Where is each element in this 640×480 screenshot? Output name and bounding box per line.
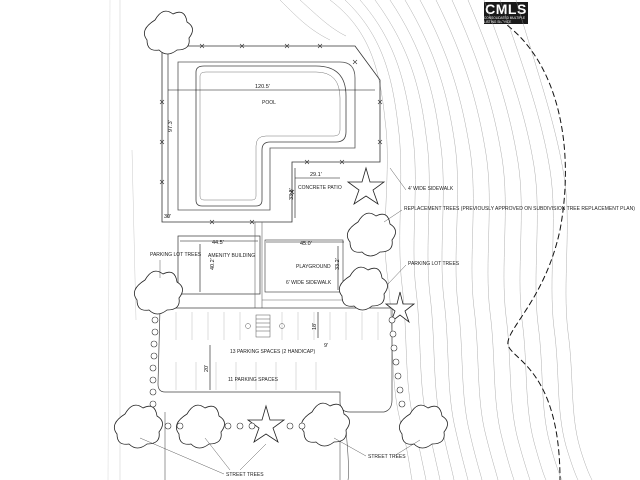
parking-stalls — [175, 312, 379, 390]
spaces-bottom-label: 11 PARKING SPACES — [228, 377, 279, 383]
crosswalk — [255, 314, 271, 338]
tree-canopies — [113, 10, 448, 449]
cmls-logo: CMLS CONSOLIDATED MULTIPLE LISTING SERVI… — [484, 2, 528, 24]
spaces-top-label: 13 PARKING SPACES (2 HANDICAP) — [230, 349, 315, 355]
sidewalk — [254, 222, 345, 308]
playground — [264, 239, 344, 293]
logo-mark: CMLS — [485, 0, 527, 17]
sidewalk-top-label: 4' WIDE SIDEWALK — [408, 186, 454, 192]
amenity-building — [177, 235, 261, 295]
fence-markers — [159, 43, 383, 225]
handicap-marks — [245, 323, 285, 329]
tree-stars — [246, 166, 416, 444]
parking-right-label: PARKING LOT TREES — [408, 261, 460, 267]
amenity-depth-dim: 40.2' — [210, 258, 216, 270]
pool-label: POOL — [262, 100, 276, 106]
gap-dim: 30' — [164, 214, 171, 220]
playground-label: PLAYGROUND — [296, 264, 331, 270]
stall-dim: 18' — [312, 323, 318, 330]
playground-width-dim: 45.0' — [300, 241, 312, 247]
pool-deck — [177, 61, 356, 211]
patio-depth-dim: 33.8' — [289, 188, 295, 200]
aisle-dim: 20' — [204, 365, 210, 372]
property-line — [499, 19, 566, 480]
patio-width-dim: 29.1' — [310, 172, 322, 178]
logo-tagline: CONSOLIDATED MULTIPLE LISTING SERVICE — [484, 15, 526, 24]
pool-fence — [161, 45, 381, 223]
parking-left-label: PARKING LOT TREES — [150, 252, 202, 258]
patio-label: CONCRETE PATIO — [298, 185, 342, 191]
street-trees-right-label: STREET TREES — [368, 454, 406, 460]
pool-depth-dim: 97.3' — [168, 120, 174, 132]
contour-lines — [107, 0, 593, 480]
street-trees-left-label: STREET TREES — [226, 472, 264, 478]
parking-lot-outline — [157, 307, 393, 413]
amenity-width-dim: 44.5' — [212, 240, 224, 246]
playground-depth-dim: 33.2' — [335, 258, 341, 270]
sidewalk-mid-label: 6' WIDE SIDEWALK — [286, 280, 332, 286]
pool-outline — [195, 65, 347, 207]
replacement-trees-label: REPLACEMENT TREES (PREVIOUSLY APPROVED O… — [404, 206, 635, 212]
shrub-dots — [149, 316, 406, 430]
amenity-label: AMENITY BUILDING — [208, 253, 255, 259]
pool-width-dim: 120.5' — [255, 84, 270, 90]
stall-width-dim: 9' — [324, 343, 328, 349]
